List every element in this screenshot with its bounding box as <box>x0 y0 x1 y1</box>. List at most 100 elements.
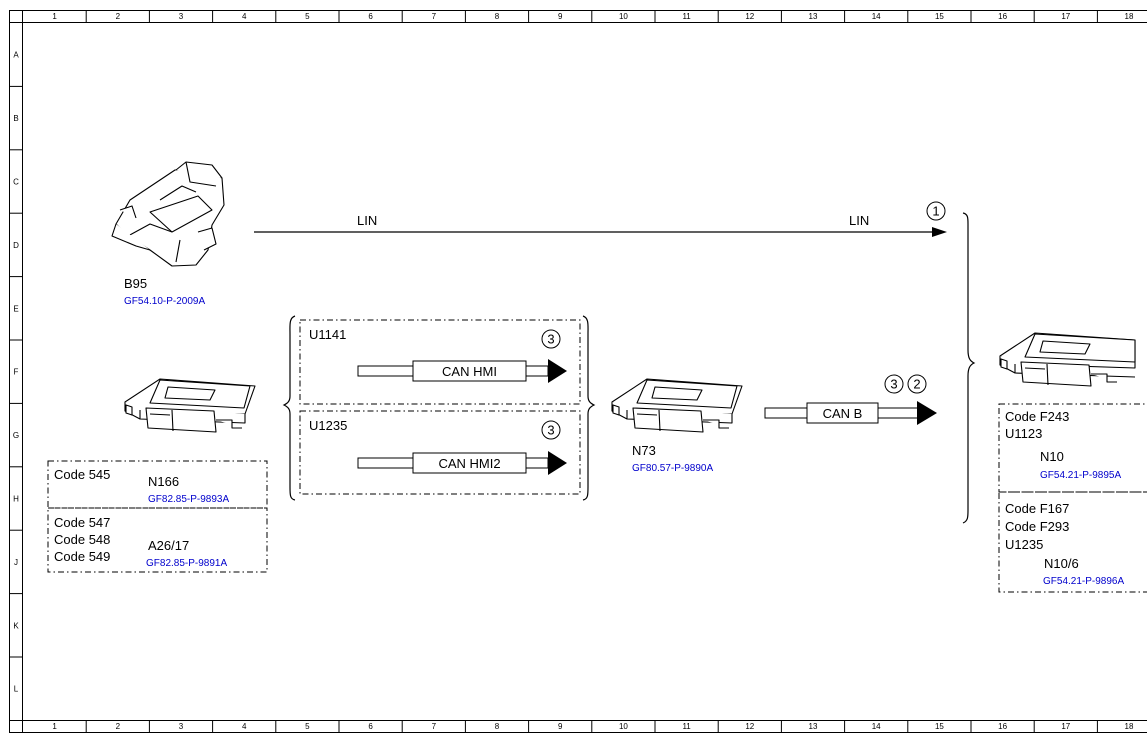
marker-3-hmi2-text: 3 <box>547 423 554 438</box>
lin-arrowhead <box>932 227 947 237</box>
grid-row-E: E <box>13 304 18 313</box>
u1235-box <box>299 410 581 495</box>
grid-col-6-bottom: 6 <box>368 722 373 731</box>
grid-col-17-top: 17 <box>1061 12 1070 21</box>
n10-6-condition-1: Code F167 <box>1005 501 1069 516</box>
grid-col-9-bottom: 9 <box>558 722 563 731</box>
grid-col-10-bottom: 10 <box>619 722 628 731</box>
grid-col-10-top: 10 <box>619 12 628 21</box>
n10-ref: GF54.21-P-9895A <box>1040 470 1121 481</box>
grid-col-15-bottom: 15 <box>935 722 944 731</box>
grid-row-D: D <box>13 241 19 250</box>
n166-code: N166 <box>148 474 179 489</box>
n10-condition-2: U1123 <box>1005 426 1042 441</box>
brace-right <box>582 315 596 501</box>
marker-3-canb-circle <box>884 374 904 394</box>
grid-col-12-bottom: 12 <box>745 722 754 731</box>
can-hmi-label-box <box>412 360 527 382</box>
grid-row-L: L <box>14 685 19 694</box>
n166-box <box>47 460 268 509</box>
u1141-label: U1141 <box>309 327 346 342</box>
can-b-arrowhead <box>917 401 937 425</box>
n73-ref: GF80.57-P-9890A <box>632 463 713 474</box>
lin-label-left: LIN <box>357 213 377 228</box>
grid-row-B: B <box>13 114 18 123</box>
marker-2-canb-circle <box>907 374 927 394</box>
control-unit-icon-left <box>124 378 256 433</box>
grid-col-13-top: 13 <box>809 12 818 21</box>
grid-col-1-top: 1 <box>52 12 57 21</box>
grid-col-9-top: 9 <box>558 12 563 21</box>
b95-sensor-icon <box>111 161 225 267</box>
grid-col-2-top: 2 <box>116 12 121 21</box>
a26-17-box <box>47 507 268 573</box>
b95-ref: GF54.10-P-2009A <box>124 296 205 307</box>
can-hmi2-label: CAN HMI2 <box>438 456 500 471</box>
grid-col-11-bottom: 11 <box>682 722 691 731</box>
a26-17-condition-2: Code 548 <box>54 532 110 547</box>
n10-6-condition-3: U1235 <box>1005 537 1043 552</box>
grid-col-4-bottom: 4 <box>242 722 247 731</box>
grid-col-7-top: 7 <box>432 12 437 21</box>
grid-row-K: K <box>13 621 19 630</box>
grid-col-5-bottom: 5 <box>305 722 310 731</box>
brace-left <box>282 315 296 501</box>
grid-col-14-top: 14 <box>872 12 881 21</box>
marker-1-circle <box>926 201 946 221</box>
n10-6-box <box>998 491 1147 593</box>
a26-17-condition-3: Code 549 <box>54 549 110 564</box>
n10-6-ref: GF54.21-P-9896A <box>1043 576 1124 587</box>
grid-col-4-top: 4 <box>242 12 247 21</box>
grid-col-17-bottom: 17 <box>1061 722 1070 731</box>
marker-3-hmi2-circle <box>541 420 561 440</box>
grid-col-18-top: 18 <box>1125 12 1134 21</box>
n73-code: N73 <box>632 443 656 458</box>
n73-control-unit-icon <box>611 378 743 433</box>
grid-col-3-top: 3 <box>179 12 184 21</box>
grid-col-6-top: 6 <box>368 12 373 21</box>
marker-3-canb-text: 3 <box>890 377 897 392</box>
lin-label-right: LIN <box>849 213 869 228</box>
a26-17-condition-1: Code 547 <box>54 515 110 530</box>
marker-2-canb-text: 2 <box>913 377 920 392</box>
n166-ref: GF82.85-P-9893A <box>148 494 229 505</box>
can-hmi2-label-box <box>412 452 527 474</box>
grid-col-7-bottom: 7 <box>432 722 437 731</box>
n10-6-condition-2: Code F293 <box>1005 519 1069 534</box>
can-hmi2-arrowhead <box>548 451 567 475</box>
brace-large-right <box>962 212 976 524</box>
a26-17-code: A26/17 <box>148 538 189 553</box>
grid-row-C: C <box>13 178 19 187</box>
marker-3-hmi-text: 3 <box>547 332 554 347</box>
marker-3-hmi-circle <box>541 329 561 349</box>
n166-condition: Code 545 <box>54 467 110 482</box>
marker-1-text: 1 <box>932 204 939 219</box>
n10-box <box>998 403 1147 493</box>
grid-col-1-bottom: 1 <box>52 722 57 731</box>
grid-col-3-bottom: 3 <box>179 722 184 731</box>
n10-condition-1: Code F243 <box>1005 409 1069 424</box>
grid-col-14-bottom: 14 <box>872 722 881 731</box>
n10-control-unit-icon <box>999 332 1136 387</box>
grid-col-8-top: 8 <box>495 12 500 21</box>
can-hmi-arrowhead <box>548 359 567 383</box>
grid-col-12-top: 12 <box>745 12 754 21</box>
a26-17-ref: GF82.85-P-9891A <box>146 558 227 569</box>
grid-row-G: G <box>13 431 19 440</box>
grid-col-5-top: 5 <box>305 12 310 21</box>
n10-6-code: N10/6 <box>1044 556 1079 571</box>
grid-layer: 1122334455667788991010111112121313141415… <box>10 11 1134 732</box>
can-hmi-label: CAN HMI <box>442 364 497 379</box>
b95-code: B95 <box>124 276 147 291</box>
grid-col-15-top: 15 <box>935 12 944 21</box>
u1235-label: U1235 <box>309 418 347 433</box>
grid-col-8-bottom: 8 <box>495 722 500 731</box>
grid-col-13-bottom: 13 <box>809 722 818 731</box>
grid-col-2-bottom: 2 <box>116 722 121 731</box>
grid-col-11-top: 11 <box>682 12 691 21</box>
u1141-box <box>299 319 581 405</box>
grid-row-A: A <box>13 51 19 60</box>
grid-row-F: F <box>14 368 19 377</box>
frame-outer <box>9 10 1147 733</box>
grid-col-18-bottom: 18 <box>1125 722 1134 731</box>
